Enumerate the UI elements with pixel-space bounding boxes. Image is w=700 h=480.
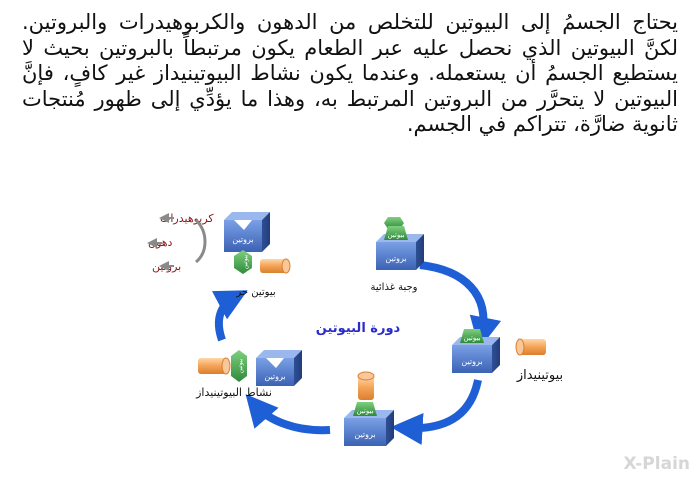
biotin-tag: بيوتين [242,254,249,269]
biotin-tag: بيوتين [356,407,373,415]
biotin-tag: بيوتين [387,231,404,239]
protein-box-top: بروتين [224,212,270,252]
activity-label: نشاط البيوتينيداز [195,386,272,399]
description-paragraph: يحتاج الجسمُ إلى البيوتين للتخلص من الده… [22,10,678,136]
cycle-title: دورة البيوتين [316,321,401,336]
biotin-tag: بيوتين [237,358,244,373]
cycle-arrows [211,261,502,445]
protein-box-left: بروتين [256,350,302,386]
enzyme-cylinder-bottom [357,371,375,400]
nutrients-list: كربوهيدرات دهون بروتين [147,212,214,273]
meal-label: وجبة غذائية [371,282,418,293]
enzyme-cylinder-right [515,338,546,356]
curved-gray-arrow [194,218,207,264]
arrow-to-activity [245,394,331,435]
enzyme-cylinder-left [198,357,231,375]
released-biotin-hex: بيوتين [231,350,247,382]
free-biotin-hex: بيوتين [234,250,252,274]
enzyme-cylinder-top [260,258,291,274]
free-biotin-label: بيوتين حر [235,287,275,298]
protein-tag: بروتين [264,372,285,381]
protein-tag: بروتين [461,357,482,366]
arrow-meal-to-protein-biotin [419,261,502,350]
protein-tag: بروتين [232,235,253,244]
brand-logo: X-Plain [623,454,690,474]
protein-tag: بروتين [385,254,406,263]
meal-protein-biotin: بروتين بيوتين [376,217,424,270]
nutrient-carbohydrates: كربوهيدرات [160,212,214,225]
biotin-tag: بيوتين [463,334,480,342]
protein-biotin-right: بروتين بيوتين [452,329,500,373]
arrow-to-free-biotin [211,290,248,342]
arrow-to-bottom [390,379,482,445]
protein-biotin-bottom: بروتين بيوتين [344,402,394,446]
protein-tag: بروتين [354,430,375,439]
biotinidase-label: بيوتينيداز [516,368,563,383]
